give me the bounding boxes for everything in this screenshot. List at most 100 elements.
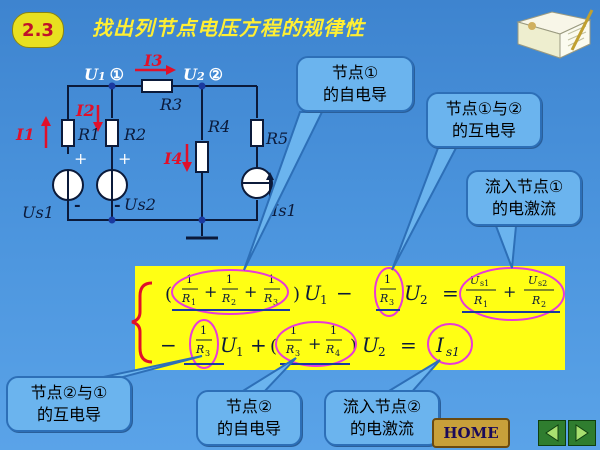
svg-text:(: (: [270, 336, 277, 357]
svg-text:R: R: [379, 292, 388, 305]
triangle-right-icon: [575, 424, 589, 442]
svg-text:U: U: [470, 274, 480, 287]
svg-text:R: R: [325, 343, 334, 356]
svg-text:1: 1: [384, 273, 391, 286]
pointer-mutual-12: [391, 147, 458, 271]
svg-text:1: 1: [226, 273, 233, 286]
svg-text:+: +: [250, 333, 267, 357]
node-2-dot: [198, 82, 206, 90]
resistor-r4: [195, 141, 209, 173]
plus-us1: +: [74, 149, 87, 168]
node-1-dot: [108, 82, 116, 90]
svg-text:1: 1: [330, 324, 337, 337]
label-i3: I3: [143, 51, 163, 70]
label-r1: R1: [77, 125, 100, 144]
pointer-self-cond-1: [243, 111, 324, 271]
svg-text:U: U: [404, 281, 422, 305]
svg-text:1: 1: [320, 293, 328, 307]
svg-text:): ): [350, 336, 357, 357]
label-r2: R2: [123, 125, 146, 144]
svg-text:=: =: [442, 281, 459, 305]
svg-text:R: R: [473, 294, 482, 307]
resistor-r1: [61, 119, 75, 147]
svg-text:R: R: [195, 343, 204, 356]
svg-text:U: U: [220, 333, 238, 357]
label-i2: I2: [75, 101, 95, 120]
label-r5: R5: [265, 129, 288, 148]
plus-us2: +: [118, 149, 131, 168]
pointer-self-cond-2: [234, 357, 297, 395]
svg-text:+: +: [204, 282, 217, 301]
resistor-r3: [141, 79, 173, 93]
svg-text:(: (: [165, 284, 172, 305]
svg-text:2: 2: [231, 298, 236, 307]
svg-text:s2: s2: [538, 279, 547, 288]
pointer-inflow-2: [380, 359, 441, 395]
svg-text:R: R: [285, 343, 294, 356]
label-is1: Is1: [271, 201, 297, 220]
label-us2: Us2: [124, 195, 156, 214]
svg-text:3: 3: [389, 298, 394, 307]
svg-text:I: I: [435, 333, 445, 357]
svg-text:3: 3: [273, 298, 278, 307]
label-i4: I4: [163, 149, 183, 168]
svg-text:R: R: [221, 292, 230, 305]
home-button[interactable]: HOME: [432, 418, 510, 448]
svg-text:R: R: [181, 292, 190, 305]
svg-text:1: 1: [483, 300, 488, 309]
next-button[interactable]: [568, 420, 596, 446]
label-r4: R4: [207, 117, 230, 136]
label-r3: R3: [159, 95, 182, 114]
svg-text:1: 1: [186, 273, 193, 286]
svg-text:U: U: [304, 281, 322, 305]
svg-text:): ): [293, 284, 300, 305]
svg-text:2: 2: [541, 300, 546, 309]
svg-text:1: 1: [191, 298, 196, 307]
svg-text:3: 3: [295, 349, 300, 358]
triangle-left-icon: [545, 424, 559, 442]
highlight-mutual-12: [374, 267, 404, 317]
highlight-inflow-2: [427, 323, 473, 365]
svg-text:s1: s1: [446, 345, 460, 359]
pointer-inflow-1: [494, 225, 518, 269]
svg-text:R: R: [531, 294, 540, 307]
equation-brace: [131, 281, 153, 364]
highlight-mutual-21: [189, 319, 219, 369]
highlight-self-cond-2: [275, 321, 357, 367]
svg-text:1: 1: [200, 324, 207, 337]
resistor-r2: [105, 119, 119, 147]
highlight-self-cond-1: [171, 269, 289, 315]
svg-text:4: 4: [335, 349, 340, 358]
svg-text:2: 2: [378, 345, 386, 359]
svg-text:1: 1: [236, 345, 244, 359]
svg-text:+: +: [308, 334, 321, 353]
svg-text:s1: s1: [480, 279, 489, 288]
svg-text:R: R: [263, 292, 272, 305]
notebook-icon: [516, 9, 594, 59]
svg-text:1: 1: [290, 324, 297, 337]
svg-text:U: U: [362, 333, 380, 357]
prev-button[interactable]: [538, 420, 566, 446]
svg-text:−: −: [160, 333, 177, 357]
resistor-r5: [250, 119, 264, 147]
slide-title: 找出列节点电压方程的规律性: [92, 16, 365, 40]
label-us1: Us1: [22, 203, 54, 222]
svg-text:1: 1: [268, 273, 275, 286]
svg-text:−: −: [336, 281, 353, 305]
section-number-badge: 2.3: [12, 12, 64, 48]
svg-text:+: +: [244, 282, 257, 301]
svg-text:=: =: [400, 333, 417, 357]
svg-text:2: 2: [420, 293, 428, 307]
bottom-wire: [67, 200, 258, 221]
